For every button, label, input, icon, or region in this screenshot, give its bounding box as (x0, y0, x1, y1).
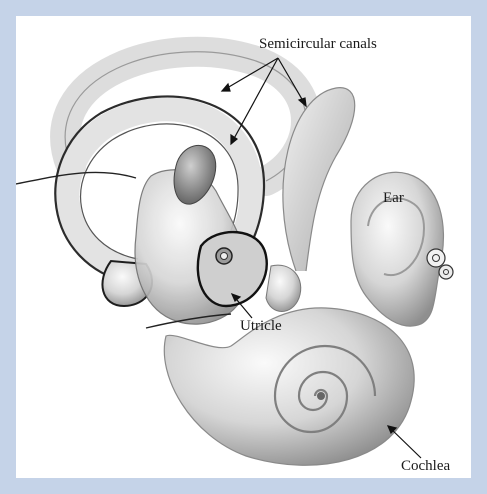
semicircular-canals-label: Semicircular canals (259, 36, 377, 53)
utricle-label: Utricle (240, 318, 282, 335)
cochlea-label: Cochlea (401, 458, 450, 475)
cochlea-pointer (388, 426, 421, 458)
cochlea-shape (164, 308, 414, 465)
saccule-shape (266, 265, 301, 311)
inner-ear-illustration (16, 16, 471, 478)
diagram-panel: Semicircular canals Ear Utricle Cochlea (16, 16, 471, 478)
ear-label: Ear (383, 190, 404, 207)
